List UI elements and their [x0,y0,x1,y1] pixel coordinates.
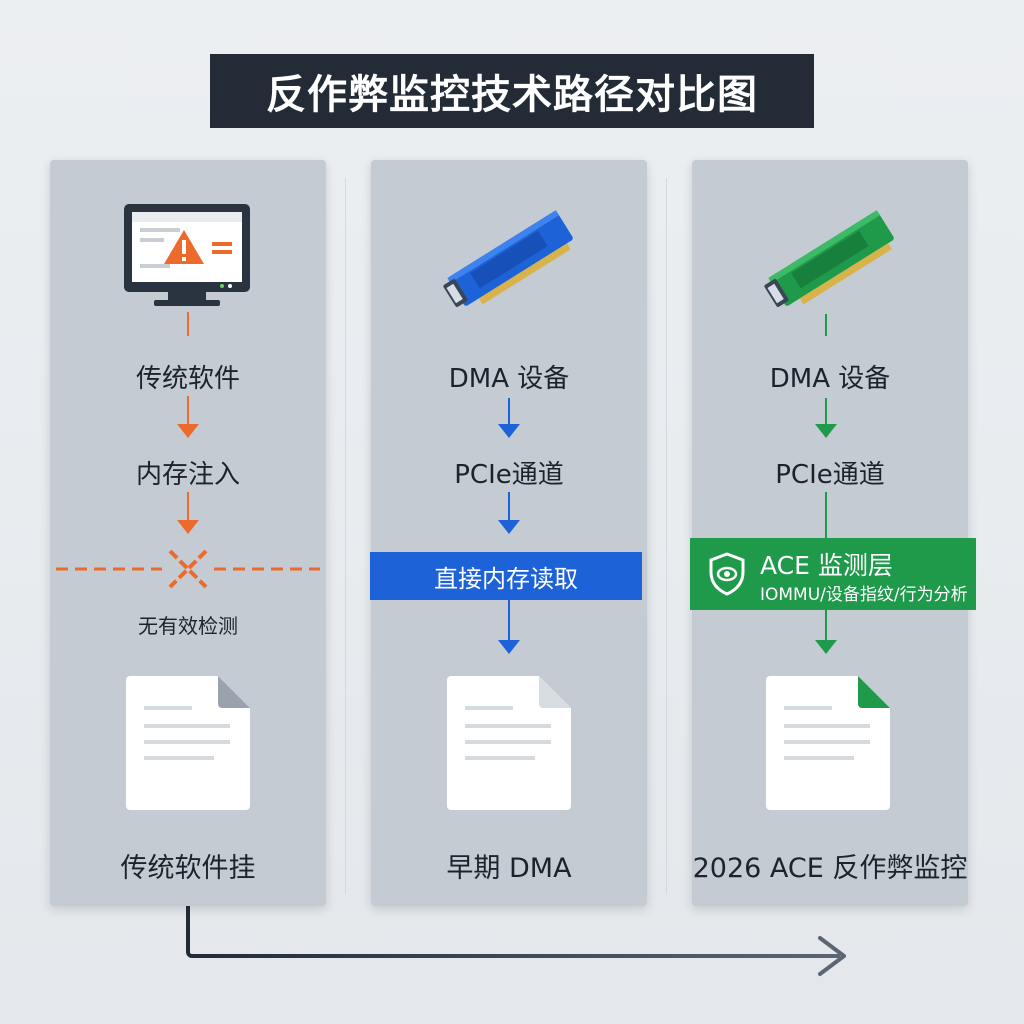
green-dma-card-icon [764,210,894,307]
arrow-line [187,492,189,522]
page-title: 反作弊监控技术路径对比图 [210,54,814,128]
direct-memory-read-band: 直接内存读取 [370,552,642,600]
arrow-down-icon [498,424,520,438]
arrow-line [508,492,510,522]
document-icon [447,676,571,810]
shield-eye-icon [709,552,745,596]
step-traditional-software: 传统软件 [135,364,240,394]
column-divider [345,178,346,894]
document-icon [766,676,890,810]
ace-monitoring-layer-band: ACE 监测层 IOMMU/设备指纹/行为分析 [690,538,976,610]
arrow-down-icon [498,640,520,654]
arrow-line [187,396,189,426]
connector-line [187,312,189,336]
ace-layer-subtitle: IOMMU/设备指纹/行为分析 [760,585,968,605]
column-label-ace-2026: 2026 ACE 反作弊监控 [692,853,968,884]
arrow-down-icon [815,424,837,438]
arrow-line [508,600,510,642]
cross-icon [168,549,208,589]
monitor-warning-icon [124,204,250,306]
blue-dma-card-icon [443,210,573,307]
arrow-down-icon [815,640,837,654]
connector-line [825,492,827,538]
no-effective-detection-note: 无有效检测 [138,614,238,638]
arrow-down-icon [177,424,199,438]
step-dma-device: DMA 设备 [448,364,570,394]
arrow-line [825,610,827,642]
step-dma-device: DMA 设备 [769,364,891,394]
early-dma-column: DMA 设备 PCIe通道 直接内存读取 早期 DMA [370,160,647,906]
right-arrow-icon [186,906,846,976]
ace-layer-title: ACE 监测层 [760,551,893,580]
arrow-line [825,398,827,426]
traditional-software-column: 传统软件 内存注入 无有效检测 传统软件挂 [50,160,326,906]
ace-anticheat-column: DMA 设备 PCIe通道 ACE 监测层 IOMMU/设备指纹/行为分析 20… [690,160,976,906]
document-icon [126,676,250,810]
step-memory-injection: 内存注入 [135,460,240,490]
step-pcie-channel: PCIe通道 [775,460,885,490]
step-pcie-channel: PCIe通道 [454,460,564,490]
column-label-traditional-cheat: 传统软件挂 [120,853,256,884]
blocked-detection-line [56,549,320,589]
connector-line [825,314,827,336]
arrow-line [508,398,510,426]
column-divider [666,178,667,894]
column-label-early-dma: 早期 DMA [446,853,572,884]
arrow-down-icon [177,520,199,534]
arrow-down-icon [498,520,520,534]
